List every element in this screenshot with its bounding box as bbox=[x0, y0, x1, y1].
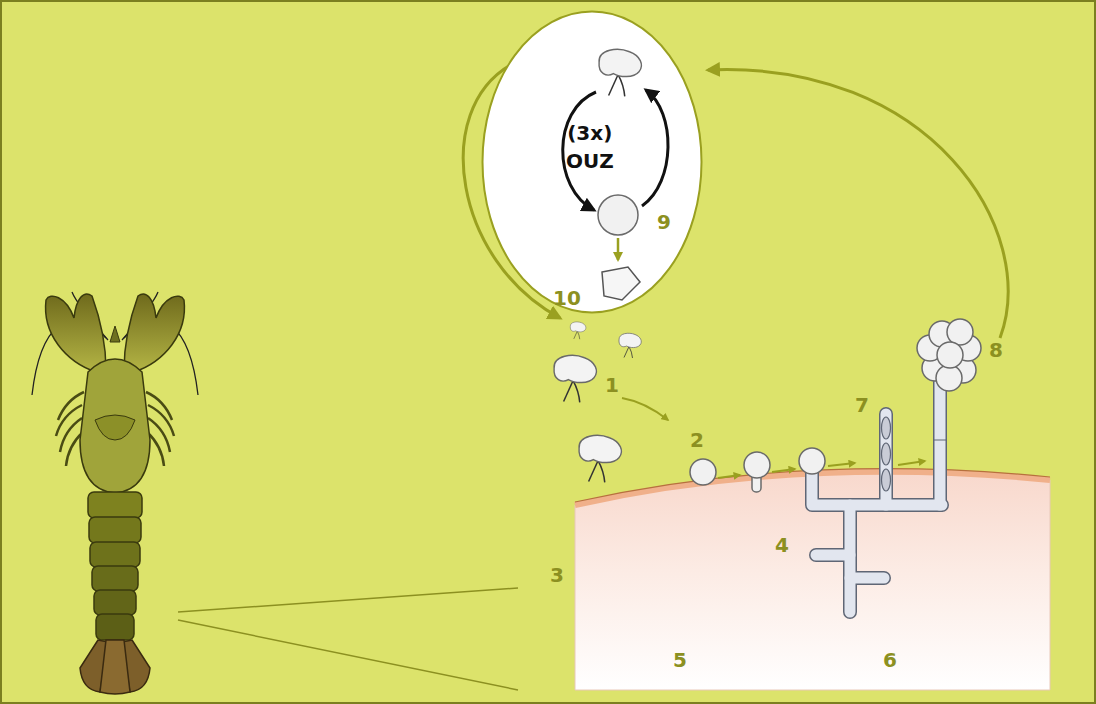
cyst bbox=[598, 195, 638, 235]
callout-number: 2 bbox=[690, 429, 704, 451]
zoospore bbox=[599, 49, 641, 96]
callout-number: 8 bbox=[989, 339, 1003, 361]
abdomen bbox=[88, 492, 142, 640]
cycle-oval: (3x) OUZ bbox=[481, 10, 703, 314]
carapace bbox=[80, 359, 150, 493]
cyst-cluster bbox=[917, 319, 981, 391]
callout-number: 1 bbox=[605, 374, 619, 396]
rostrum bbox=[110, 326, 120, 342]
stage-arrows bbox=[622, 398, 925, 478]
germination-stages bbox=[690, 448, 825, 492]
callout-number: 3 bbox=[550, 564, 564, 586]
cycle-label: (3x) OUZ bbox=[558, 119, 622, 175]
zoospores bbox=[554, 322, 641, 483]
crayfish bbox=[32, 292, 198, 694]
sporangium-spores bbox=[882, 417, 891, 491]
cyst-arrow bbox=[617, 238, 620, 260]
zoom-lines bbox=[178, 588, 518, 690]
callout-number: 7 bbox=[855, 394, 869, 416]
cycle-arrows-inner bbox=[563, 90, 668, 210]
tail-fan bbox=[80, 640, 150, 694]
callout-number: 5 bbox=[673, 649, 687, 671]
callout-number: 6 bbox=[883, 649, 897, 671]
empty-cyst-wall bbox=[602, 267, 640, 300]
oval-outline bbox=[483, 12, 702, 313]
callout-number: 4 bbox=[775, 534, 789, 556]
hyphae bbox=[812, 382, 946, 612]
host-tissue bbox=[575, 469, 1050, 690]
carapace-groove bbox=[95, 415, 135, 440]
